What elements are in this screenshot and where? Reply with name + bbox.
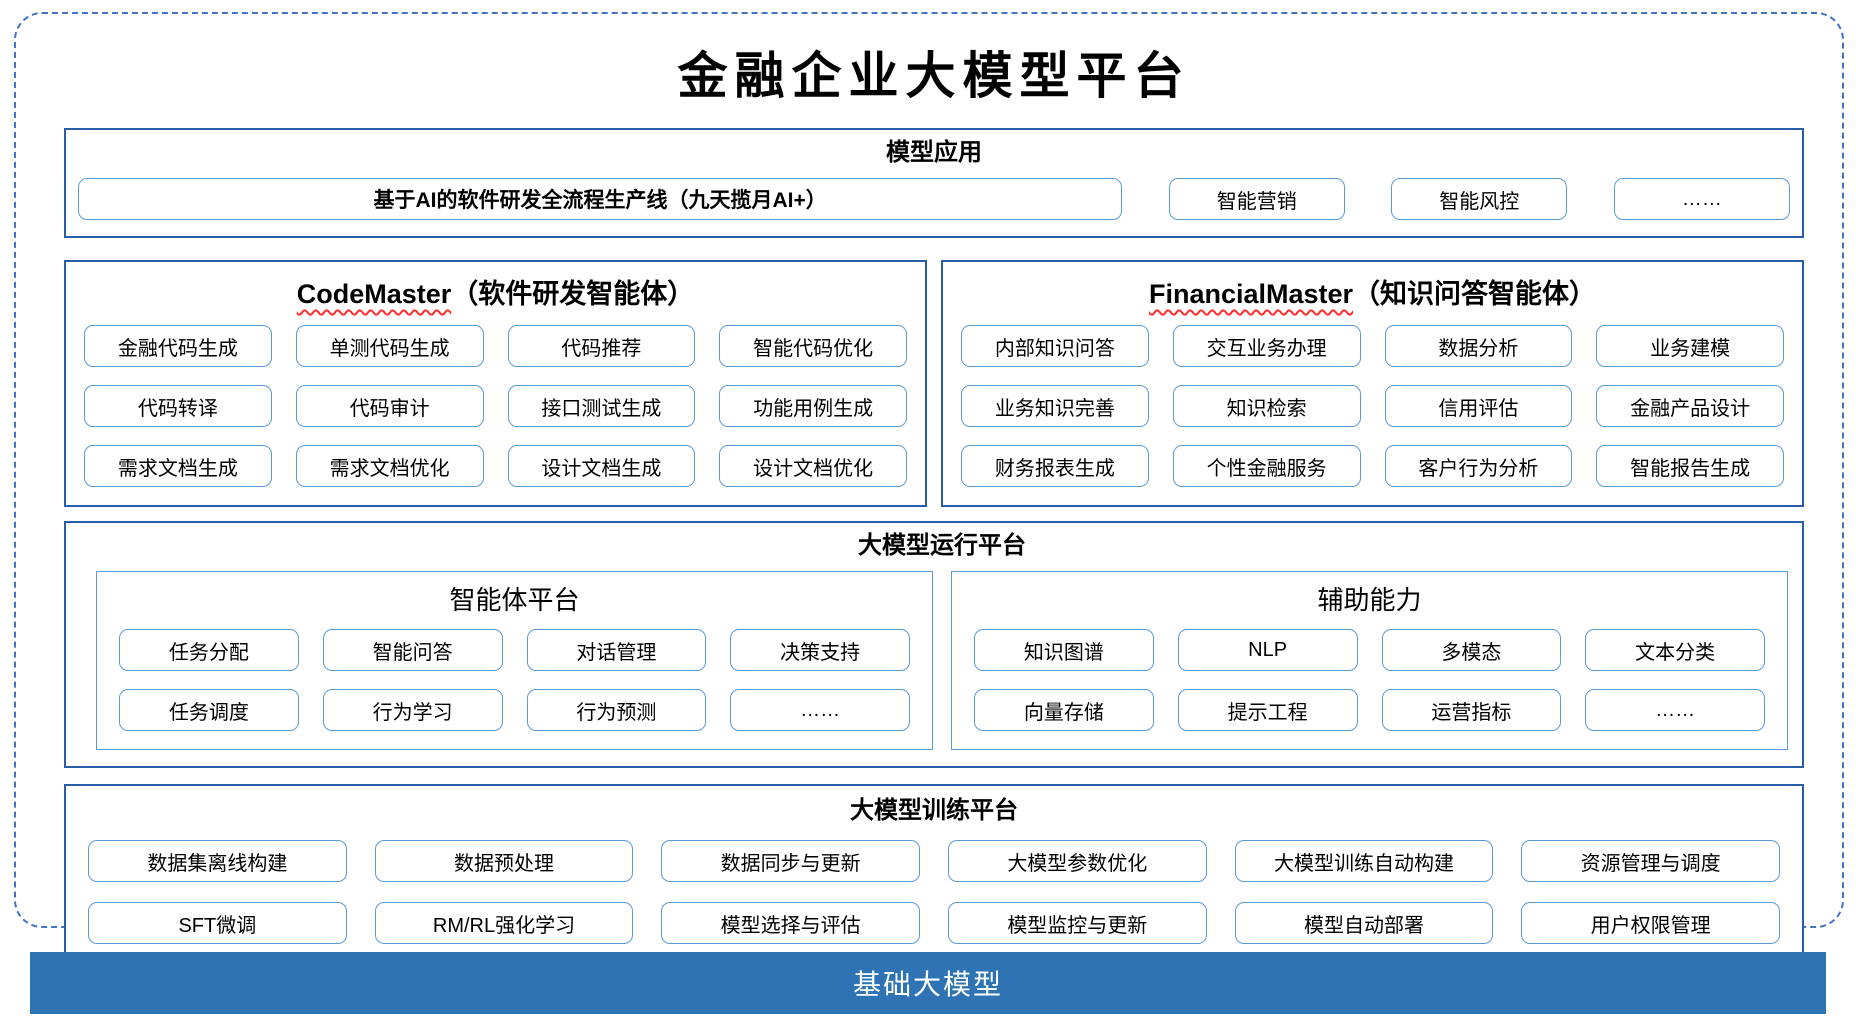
aux-ability-header: 辅助能力 xyxy=(1317,585,1422,615)
section-model-application: 模型应用 基于AI的软件研发全流程生产线（九天揽月AI+） 智能营销 智能风控 … xyxy=(64,128,1804,238)
capability-chip: 智能报告生成 xyxy=(1596,445,1784,487)
capability-chip: 任务调度 xyxy=(119,689,299,731)
subsection-agent-platform: 智能体平台 任务分配 智能问答 对话管理 决策支持 任务调度 行为学习 行为预测… xyxy=(96,571,933,750)
capability-chip: 代码转译 xyxy=(84,385,272,427)
capability-chip: 金融产品设计 xyxy=(1596,385,1784,427)
code-master-title-en: CodeMaster xyxy=(296,279,452,309)
capability-chip: NLP xyxy=(1177,629,1358,671)
capability-chip: 用户权限管理 xyxy=(1521,902,1780,944)
capability-chip: 代码审计 xyxy=(295,385,484,427)
section-code-master: CodeMaster（软件研发智能体） 金融代码生成 单测代码生成 代码推荐 智… xyxy=(64,260,927,507)
base-model-bar: 基础大模型 xyxy=(30,952,1826,1014)
capability-chip: 行为预测 xyxy=(526,689,707,731)
runtime-platform-header: 大模型运行平台 xyxy=(858,532,1026,559)
capability-chip: 模型选择与评估 xyxy=(661,902,920,944)
financial-master-title-en: FinancialMaster xyxy=(1148,279,1354,309)
capability-chip: 提示工程 xyxy=(1177,689,1358,731)
capability-chip: 运营指标 xyxy=(1381,689,1562,731)
capability-chip: 智能代码优化 xyxy=(719,325,907,367)
financial-master-title-zh: （知识问答智能体） xyxy=(1353,279,1597,309)
section-runtime-platform: 大模型运行平台 智能体平台 任务分配 智能问答 对话管理 决策支持 任务调度 行… xyxy=(64,521,1804,768)
capability-chip-ellipsis: …… xyxy=(1613,178,1790,220)
capability-chip: 财务报表生成 xyxy=(961,445,1149,487)
platform-diagram-frame: 金融企业大模型平台 模型应用 基于AI的软件研发全流程生产线（九天揽月AI+） … xyxy=(14,12,1844,968)
capability-chip: 决策支持 xyxy=(730,629,910,671)
aux-ability-grid: 知识图谱 NLP 多模态 文本分类 向量存储 提示工程 运营指标 …… xyxy=(974,629,1765,731)
capability-chip: 智能营销 xyxy=(1168,178,1345,220)
training-platform-header: 大模型训练平台 xyxy=(850,797,1018,824)
agent-platform-grid: 任务分配 智能问答 对话管理 决策支持 任务调度 行为学习 行为预测 …… xyxy=(119,629,910,731)
capability-chip-production-line: 基于AI的软件研发全流程生产线（九天揽月AI+） xyxy=(78,178,1123,220)
model-application-header: 模型应用 xyxy=(886,139,982,166)
capability-chip: 模型自动部署 xyxy=(1234,902,1494,944)
code-master-title: CodeMaster（软件研发智能体） xyxy=(84,272,907,311)
capability-chip: 业务建模 xyxy=(1596,325,1784,367)
capability-chip: 业务知识完善 xyxy=(961,385,1149,427)
capability-chip: 知识图谱 xyxy=(974,629,1154,671)
capability-chip: 功能用例生成 xyxy=(719,385,907,427)
capability-chip: 金融代码生成 xyxy=(84,325,272,367)
agents-row: CodeMaster（软件研发智能体） 金融代码生成 单测代码生成 代码推荐 智… xyxy=(64,260,1804,507)
capability-chip: 信用评估 xyxy=(1384,385,1573,427)
financial-master-title: FinancialMaster（知识问答智能体） xyxy=(961,272,1784,311)
capability-chip: 文本分类 xyxy=(1585,629,1765,671)
capability-chip: 交互业务办理 xyxy=(1172,325,1361,367)
capability-chip: 大模型训练自动构建 xyxy=(1234,840,1494,882)
model-application-row: 基于AI的软件研发全流程生产线（九天揽月AI+） 智能营销 智能风控 …… xyxy=(78,178,1790,220)
capability-chip: 行为学习 xyxy=(322,689,503,731)
capability-chip: 数据预处理 xyxy=(374,840,634,882)
capability-chip: 向量存储 xyxy=(974,689,1154,731)
capability-chip-ellipsis: …… xyxy=(730,689,910,731)
capability-chip: 客户行为分析 xyxy=(1384,445,1573,487)
capability-chip: 数据同步与更新 xyxy=(661,840,920,882)
capability-chip: 单测代码生成 xyxy=(295,325,484,367)
code-master-grid: 金融代码生成 单测代码生成 代码推荐 智能代码优化 代码转译 代码审计 接口测试… xyxy=(84,325,907,487)
base-model-label: 基础大模型 xyxy=(852,969,1003,1000)
capability-chip: 知识检索 xyxy=(1172,385,1361,427)
training-platform-grid: 数据集离线构建 数据预处理 数据同步与更新 大模型参数优化 大模型训练自动构建 … xyxy=(88,840,1780,944)
section-financial-master: FinancialMaster（知识问答智能体） 内部知识问答 交互业务办理 数… xyxy=(941,260,1804,507)
capability-chip: 智能问答 xyxy=(322,629,503,671)
capability-chip: 个性金融服务 xyxy=(1172,445,1361,487)
capability-chip: 代码推荐 xyxy=(507,325,696,367)
runtime-row: 智能体平台 任务分配 智能问答 对话管理 决策支持 任务调度 行为学习 行为预测… xyxy=(96,571,1788,750)
capability-chip: 模型监控与更新 xyxy=(947,902,1207,944)
capability-chip: 设计文档优化 xyxy=(719,445,907,487)
capability-chip: 多模态 xyxy=(1381,629,1562,671)
financial-master-grid: 内部知识问答 交互业务办理 数据分析 业务建模 业务知识完善 知识检索 信用评估… xyxy=(961,325,1784,487)
capability-chip: 需求文档生成 xyxy=(84,445,272,487)
capability-chip: 数据集离线构建 xyxy=(88,840,347,882)
capability-chip: 资源管理与调度 xyxy=(1521,840,1780,882)
capability-chip: SFT微调 xyxy=(88,902,347,944)
capability-chip: 任务分配 xyxy=(119,629,299,671)
capability-chip: 对话管理 xyxy=(526,629,707,671)
agent-platform-header: 智能体平台 xyxy=(449,585,580,615)
capability-chip: 设计文档生成 xyxy=(507,445,696,487)
subsection-aux-ability: 辅助能力 知识图谱 NLP 多模态 文本分类 向量存储 提示工程 运营指标 …… xyxy=(951,571,1788,750)
capability-chip: 大模型参数优化 xyxy=(947,840,1207,882)
section-training-platform: 大模型训练平台 数据集离线构建 数据预处理 数据同步与更新 大模型参数优化 大模… xyxy=(64,784,1804,968)
capability-chip: 需求文档优化 xyxy=(295,445,484,487)
capability-chip: 数据分析 xyxy=(1384,325,1573,367)
capability-chip: 接口测试生成 xyxy=(507,385,696,427)
capability-chip: RM/RL强化学习 xyxy=(374,902,634,944)
capability-chip: 内部知识问答 xyxy=(961,325,1149,367)
code-master-title-zh: （软件研发智能体） xyxy=(451,279,695,309)
page-title: 金融企业大模型平台 xyxy=(677,46,1191,105)
capability-chip-ellipsis: …… xyxy=(1585,689,1765,731)
capability-chip: 智能风控 xyxy=(1391,178,1568,220)
